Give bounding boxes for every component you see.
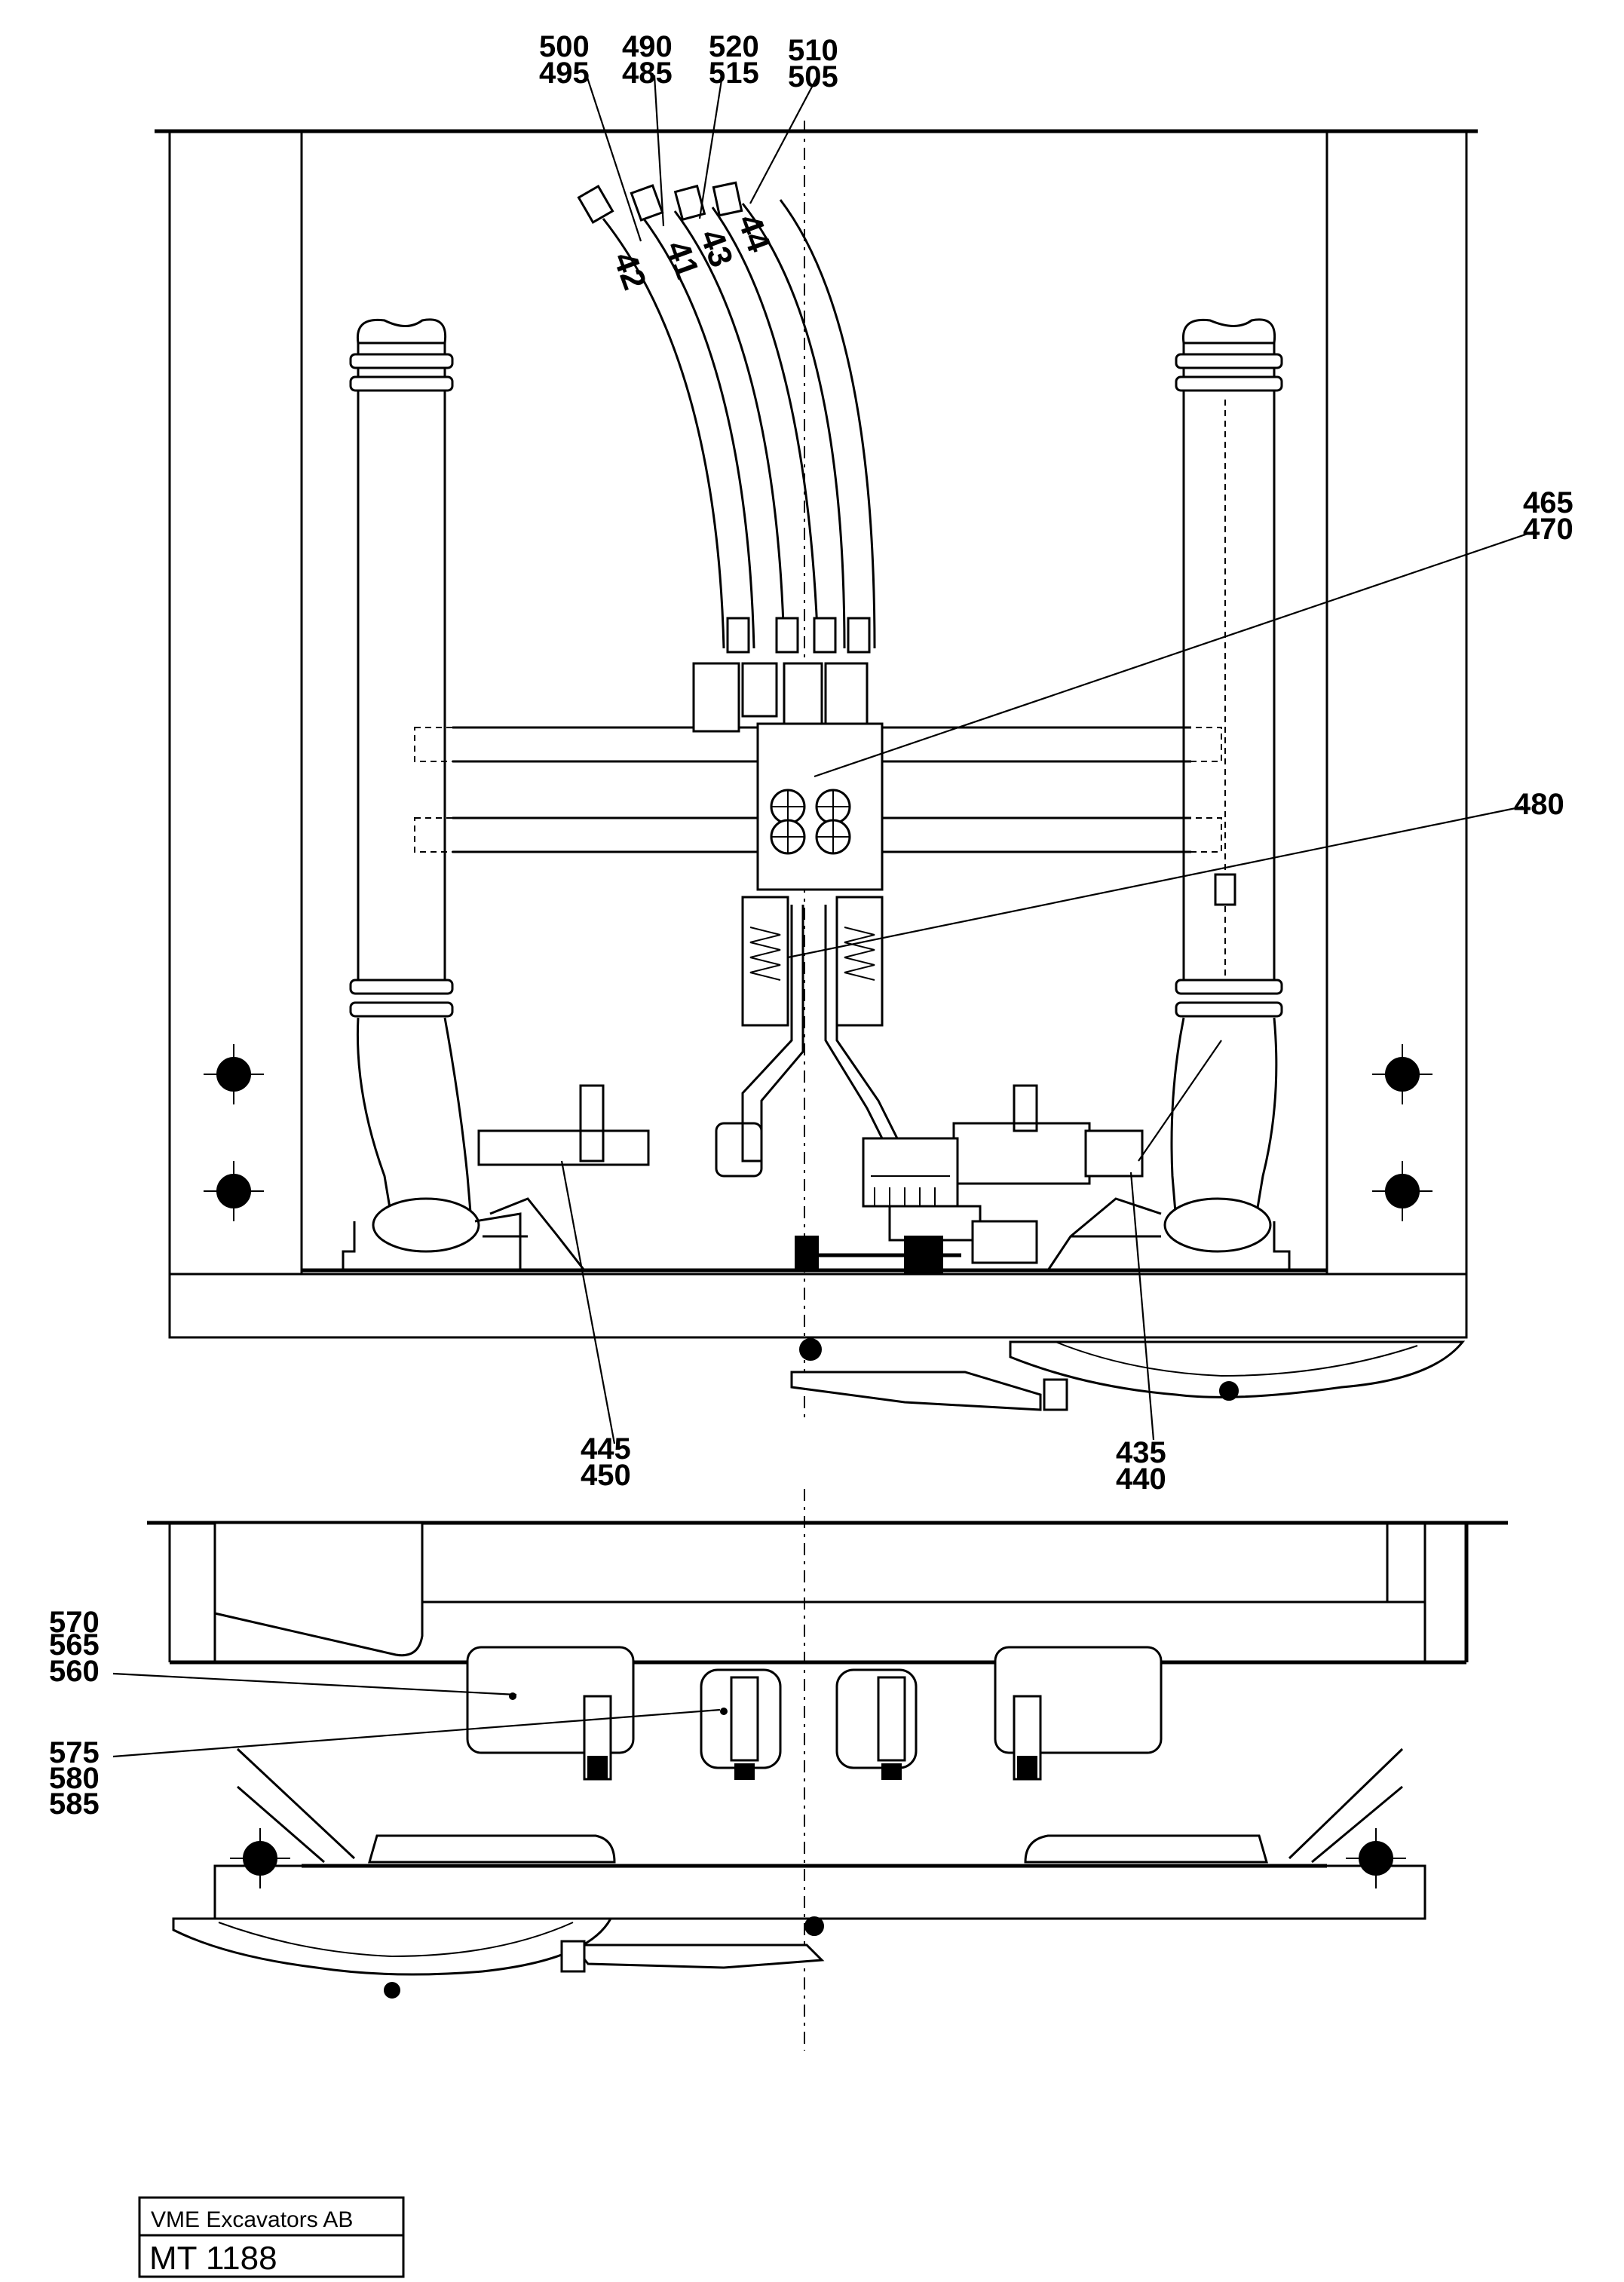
callout-580: 580 [49,1762,100,1795]
left-bumper [368,1834,616,1864]
callout-585: 585 [49,1787,100,1821]
callout-470: 470 [1523,513,1573,546]
upper-underside [790,1338,1466,1411]
upper-callouts: 500 495 490 485 520 515 510 505 42 41 43… [539,30,1573,1496]
cover-plates [466,1646,1163,1769]
right-pipe [1046,318,1291,1271]
lower-underside [172,1916,825,1999]
callout-435: 435 [1116,1436,1166,1469]
upper-leaders [560,75,1535,1444]
valve-block [692,662,899,1178]
upper-bolts [204,1044,1432,1221]
latches [583,1676,1042,1781]
callout-440: 440 [1116,1463,1166,1496]
callout-560: 560 [49,1655,100,1688]
title-block-company: VME Excavators AB [151,2207,353,2232]
left-floor-plate [474,1084,650,1270]
callout-575: 575 [49,1736,100,1769]
callout-485: 485 [622,57,673,90]
lower-view: 570 565 560 575 580 585 [49,1489,1508,2051]
callout-510: 510 [788,34,838,67]
inlet-duct [213,1521,424,1657]
right-bumper [1024,1834,1268,1864]
callout-480: 480 [1514,788,1564,821]
callout-490: 490 [622,30,673,63]
lower-callouts: 570 565 560 575 580 585 [49,1606,100,1821]
left-pipe [342,318,586,1271]
lower-bolts [230,1828,1406,1888]
callout-465: 465 [1523,486,1573,519]
callout-570: 570 [49,1606,100,1639]
callout-500: 500 [539,30,590,63]
callout-450: 450 [581,1459,631,1492]
right-motor-assembly [795,1084,1144,1275]
callout-520: 520 [709,30,759,63]
callout-505: 505 [788,60,838,93]
title-block: VME Excavators AB MT 1188 [138,2196,405,2278]
callout-495: 495 [539,57,590,90]
hoses [577,181,876,654]
title-block-drawing-code: MT 1188 [149,2240,277,2277]
lower-leaders [112,1672,721,1758]
upper-view: 500 495 490 485 520 515 510 505 42 41 43… [155,30,1573,1496]
callout-565: 565 [49,1628,100,1662]
callout-445: 445 [581,1432,631,1466]
callout-515: 515 [709,57,759,90]
